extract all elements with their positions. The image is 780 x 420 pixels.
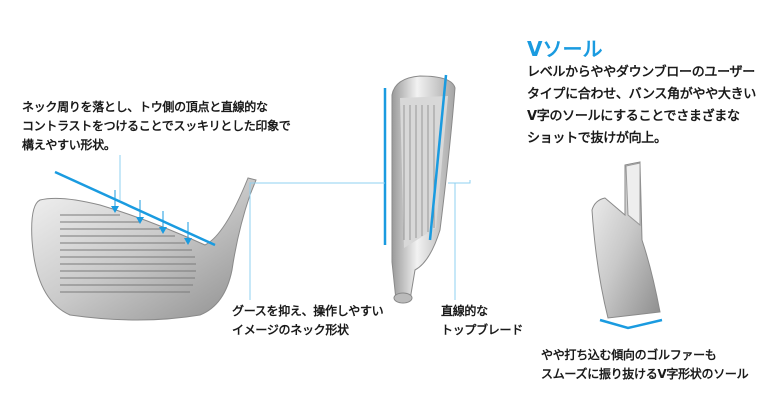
iron-sole-view	[591, 161, 663, 330]
goose-note-line: イメージのネック形状	[232, 323, 349, 337]
v-sole-description: レベルからややダウンブローのユーザー タイプに合わせ、バンス角がやや大きい V字…	[527, 62, 756, 150]
iron-address-view	[249, 74, 471, 304]
sole-note: やや打ち込む傾向のゴルファーも スムーズに振り抜けるV字形状のソール	[541, 346, 749, 384]
v-sole-title: Vソール	[527, 37, 603, 61]
sole-note-line: やや打ち込む傾向のゴルファーも	[541, 348, 717, 362]
topline-note: 直線的な トップブレード	[441, 302, 523, 340]
arrow-down-icons	[111, 190, 192, 245]
goose-note: グースを抑え、操作しやすい イメージのネック形状	[232, 302, 384, 340]
v-sole-line: レベルからややダウンブローのユーザー	[527, 65, 755, 80]
v-sole-line: ショットで抜けが向上。	[527, 131, 667, 146]
v-sole-line: V字のソールにすることでさまざまな	[527, 109, 740, 124]
neck-note-line: コントラストをつけることでスッキリとした印象で	[22, 119, 291, 133]
topline-note-line: 直線的な	[441, 304, 488, 318]
iron-face-view	[31, 155, 257, 321]
neck-note-line: ネック周りを落とし、トウ側の頂点と直線的な	[22, 100, 268, 114]
v-sole-line: タイプに合わせ、バンス角がやや大きい	[527, 87, 756, 102]
neck-note-line: 構えやすい形状。	[22, 138, 116, 152]
topline-note-line: トップブレード	[441, 323, 523, 337]
v-sole-marker	[599, 318, 663, 330]
sole-note-line: スムーズに振り抜けるV字形状のソール	[541, 367, 749, 381]
goose-note-line: グースを抑え、操作しやすい	[232, 304, 384, 318]
neck-note: ネック周りを落とし、トウ側の頂点と直線的な コントラストをつけることでスッキリと…	[22, 98, 291, 155]
